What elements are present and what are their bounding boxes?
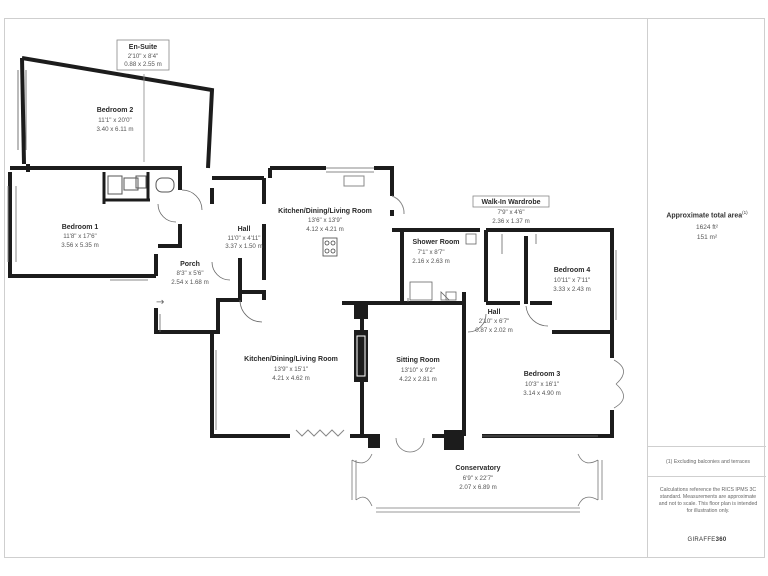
brand-suffix: 360 bbox=[715, 537, 727, 543]
kitchen-upper-imperial: 13'6" x 13'9" bbox=[308, 217, 342, 224]
kitchen-lower-window bbox=[215, 350, 345, 437]
sitting-room-metric: 4.22 x 2.81 m bbox=[399, 376, 437, 383]
bedroom-2-imperial: 11'1" x 20'0" bbox=[98, 117, 131, 124]
hall-2-name: Hall bbox=[488, 309, 501, 316]
fireplace-inset bbox=[356, 335, 366, 377]
entrance-arrow-icon: → bbox=[156, 297, 164, 308]
shower-fixtures bbox=[409, 233, 537, 301]
bedroom-1-imperial: 11'8" x 17'6" bbox=[63, 233, 96, 240]
bedroom-4-imperial: 10'11" x 7'11" bbox=[554, 277, 590, 284]
kitchen-window bbox=[326, 167, 405, 215]
bedroom-1-name: Bedroom 1 bbox=[62, 224, 99, 231]
page-frame bbox=[4, 18, 765, 558]
bedroom-1-window bbox=[7, 186, 148, 281]
brand-logo: GIRAFFE360 bbox=[648, 537, 766, 543]
porch-name: Porch bbox=[180, 261, 200, 268]
hall-1-name: Hall bbox=[238, 226, 251, 233]
conservatory-glazing bbox=[351, 435, 603, 513]
sitting-room-name: Sitting Room bbox=[396, 357, 440, 364]
disclaimer-text: Calculations reference the RICS IPMS 3C … bbox=[658, 487, 758, 514]
kitchen-lower-imperial: 13'9" x 15'1" bbox=[274, 366, 308, 373]
ensuite-label: En-Suite 2'10" x 8'4" 0.88 x 2.55 m bbox=[116, 39, 170, 71]
divider bbox=[648, 476, 766, 477]
hall-2-imperial: 2'10" x 6'7" bbox=[479, 318, 510, 325]
fireplace bbox=[354, 330, 368, 382]
footnote-marker: (1) bbox=[742, 210, 748, 215]
walk-in-name: Walk-In Wardrobe bbox=[482, 199, 541, 206]
total-area-title-text: Approximate total area bbox=[666, 212, 743, 220]
ensuite-imperial: 2'10" x 8'4" bbox=[128, 53, 159, 60]
shower-room-name: Shower Room bbox=[412, 239, 459, 246]
summary-panel: Approximate total area(1) 1624 ft² 151 m… bbox=[647, 18, 766, 558]
bedroom-2-name: Bedroom 2 bbox=[97, 107, 134, 114]
divider bbox=[648, 446, 766, 447]
hall-doors bbox=[157, 189, 263, 332]
conservatory-name: Conservatory bbox=[455, 465, 500, 472]
total-area-ft: 1624 ft² bbox=[695, 224, 719, 231]
bedroom-4-doors bbox=[407, 298, 549, 333]
kitchen-lower-metric: 4.21 x 4.62 m bbox=[272, 375, 310, 382]
chimney-block bbox=[354, 305, 368, 319]
bedroom-3-name: Bedroom 3 bbox=[524, 371, 561, 378]
shower-walk-in-walls bbox=[392, 228, 614, 334]
conservatory-imperial: 6'9" x 22'7" bbox=[463, 475, 494, 482]
bedroom-1-metric: 3.56 x 5.35 m bbox=[61, 242, 99, 249]
sitting-room-imperial: 13'10" x 9'2" bbox=[401, 367, 435, 374]
total-area-title: Approximate total area(1) bbox=[648, 210, 766, 219]
bedroom-3-imperial: 10'3" x 16'1" bbox=[525, 381, 559, 388]
walk-in-metric: 2.36 x 1.37 m bbox=[492, 218, 530, 225]
kitchen-lower-name: Kitchen/Dining/Living Room bbox=[244, 356, 338, 363]
shower-room-metric: 2.16 x 2.63 m bbox=[412, 258, 450, 265]
conservatory-metric: 2.07 x 6.89 m bbox=[459, 484, 497, 491]
ensuite-name: En-Suite bbox=[129, 44, 157, 51]
kitchen-upper-name: Kitchen/Dining/Living Room bbox=[278, 208, 372, 215]
bedroom-2-metric: 3.40 x 6.11 m bbox=[96, 126, 133, 133]
shower-room-imperial: 7'1" x 8'7" bbox=[417, 249, 444, 256]
hall-1-metric: 3.37 x 1.50 m bbox=[225, 243, 263, 250]
ensuite-fixtures bbox=[107, 175, 175, 195]
bedroom-3-french-doors bbox=[613, 359, 624, 409]
conservatory-pillar bbox=[368, 434, 380, 448]
kitchen-upper-metric: 4.12 x 4.21 m bbox=[306, 226, 344, 233]
bedroom-2-window bbox=[17, 70, 27, 150]
conservatory-pillar bbox=[444, 430, 464, 450]
hall-1-imperial: 11'0" x 4'11" bbox=[227, 235, 260, 242]
bedroom-4-metric: 3.33 x 2.43 m bbox=[553, 286, 591, 293]
walk-in-label: Walk-In Wardrobe 7'9" x 4'6" 2.36 x 1.37… bbox=[472, 195, 550, 225]
porch-metric: 2.54 x 1.68 m bbox=[171, 279, 209, 286]
bedroom-3-metric: 3.14 x 4.90 m bbox=[523, 390, 561, 397]
bedroom-4-name: Bedroom 4 bbox=[554, 267, 591, 274]
hob-icon bbox=[322, 237, 338, 257]
walk-in-imperial: 7'9" x 4'6" bbox=[497, 209, 524, 216]
hall-2-metric: 0.87 x 2.02 m bbox=[475, 327, 513, 334]
porch-imperial: 8'3" x 5'6" bbox=[176, 270, 203, 277]
hall-porch-walls bbox=[154, 176, 266, 334]
total-area-m: 151 m² bbox=[696, 234, 718, 241]
footnote-text: (1) Excluding balconies and terraces bbox=[666, 459, 750, 465]
brand-prefix: GIRAFFE bbox=[687, 537, 716, 543]
ensuite-metric: 0.88 x 2.55 m bbox=[124, 61, 162, 68]
bedroom-2-walls bbox=[20, 56, 215, 169]
